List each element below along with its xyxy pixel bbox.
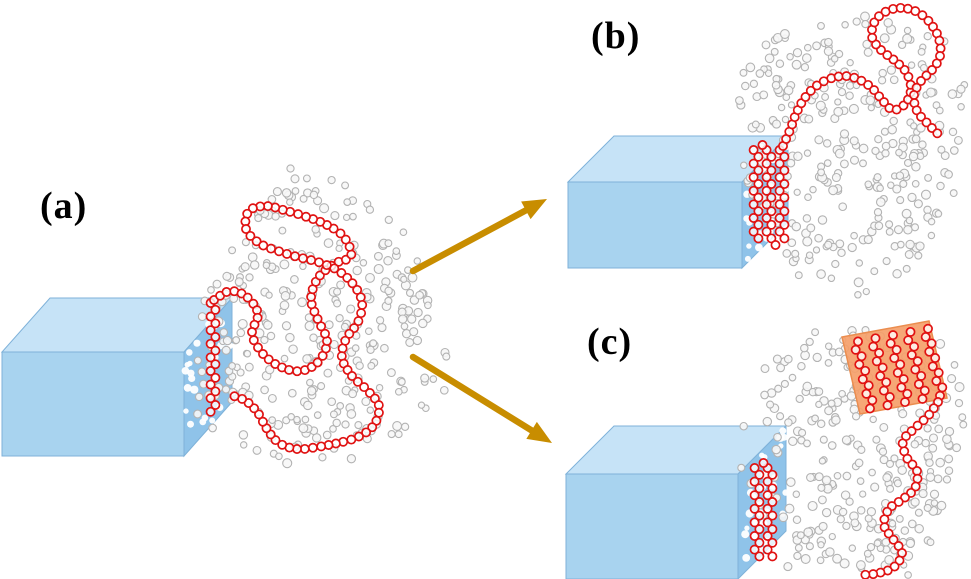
panel-a-group (0, 164, 451, 469)
panel-b-label: (b) (591, 15, 641, 57)
panel-c-label: (c) (587, 321, 633, 363)
crystal-substrate-a (0, 296, 234, 458)
transition-arrows (409, 199, 552, 443)
panel-a-label: (a) (40, 185, 88, 227)
panel-b-group (566, 2, 969, 299)
polymer-chain-b (748, 2, 946, 250)
polymer-chain-a (205, 201, 384, 454)
polymer-chain-c (749, 323, 948, 579)
arrow-a-to-b (409, 199, 547, 275)
panel-c-group (564, 320, 968, 579)
crystal-substrate-b (566, 134, 790, 270)
arrow-a-to-c (409, 353, 552, 443)
